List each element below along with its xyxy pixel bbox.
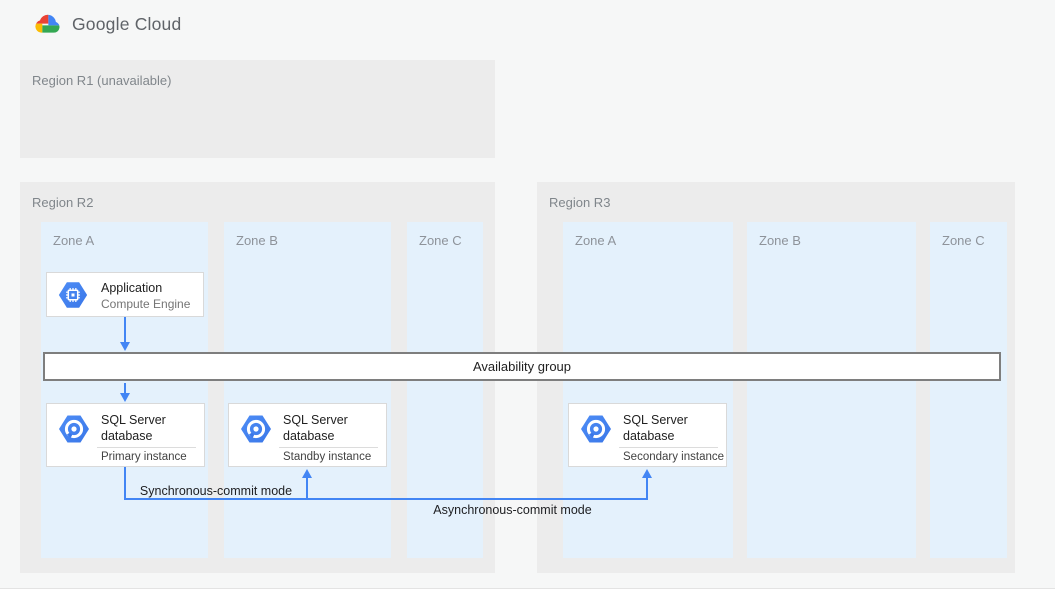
card-divider	[279, 447, 378, 448]
availability-group-bar: Availability group	[43, 352, 1001, 381]
sql-standby-node: SQL Server database Standby instance	[228, 403, 387, 467]
sync-commit-label: Synchronous-commit mode	[139, 484, 293, 498]
region-r3-zone-c: Zone C	[930, 222, 1007, 558]
region-r1: Region R1 (unavailable)	[20, 60, 495, 158]
zone-label: Zone A	[53, 233, 95, 248]
availability-group-label: Availability group	[472, 359, 572, 374]
region-r3-label: Region R3	[549, 195, 611, 210]
zone-label: Zone C	[942, 233, 985, 248]
application-subtitle: Compute Engine	[101, 297, 191, 311]
sql-primary-role: Primary instance	[101, 451, 187, 463]
zone-label: Zone C	[419, 233, 462, 248]
application-title: Application Compute Engine	[101, 280, 193, 312]
sql-server-icon	[241, 415, 271, 443]
region-r1-label: Region R1 (unavailable)	[32, 73, 172, 88]
region-r2-zone-c: Zone C	[407, 222, 483, 558]
sql-secondary-title: SQL Server database	[623, 413, 688, 443]
card-divider	[97, 447, 196, 448]
zone-label: Zone B	[759, 233, 801, 248]
region-r3-zone-b: Zone B	[747, 222, 916, 558]
card-divider	[619, 447, 718, 448]
sql-standby-role: Standby instance	[283, 451, 372, 463]
region-r2-zone-b: Zone B	[224, 222, 391, 558]
compute-engine-icon	[58, 282, 88, 308]
sql-server-icon	[59, 415, 89, 443]
region-r3-zone-a: Zone A	[563, 222, 733, 558]
async-commit-label: Asynchronous-commit mode	[433, 503, 592, 517]
zone-label: Zone A	[575, 233, 617, 248]
sql-primary-title: SQL Server database	[101, 413, 166, 443]
sql-secondary-role: Secondary instance	[623, 451, 725, 463]
sql-server-icon	[581, 415, 611, 443]
sql-standby-title: SQL Server database	[283, 413, 348, 443]
sql-secondary-node: SQL Server database Secondary instance	[568, 403, 727, 467]
application-title-text: Application	[101, 281, 163, 295]
application-node: Application Compute Engine	[46, 272, 204, 317]
logo-text: Google Cloud	[72, 14, 182, 34]
sql-primary-node: SQL Server database Primary instance	[46, 403, 205, 467]
google-cloud-cloud-icon	[35, 14, 60, 33]
region-r2-label: Region R2	[32, 195, 94, 210]
zone-label: Zone B	[236, 233, 278, 248]
google-cloud-logo: Google Cloud	[32, 12, 181, 37]
